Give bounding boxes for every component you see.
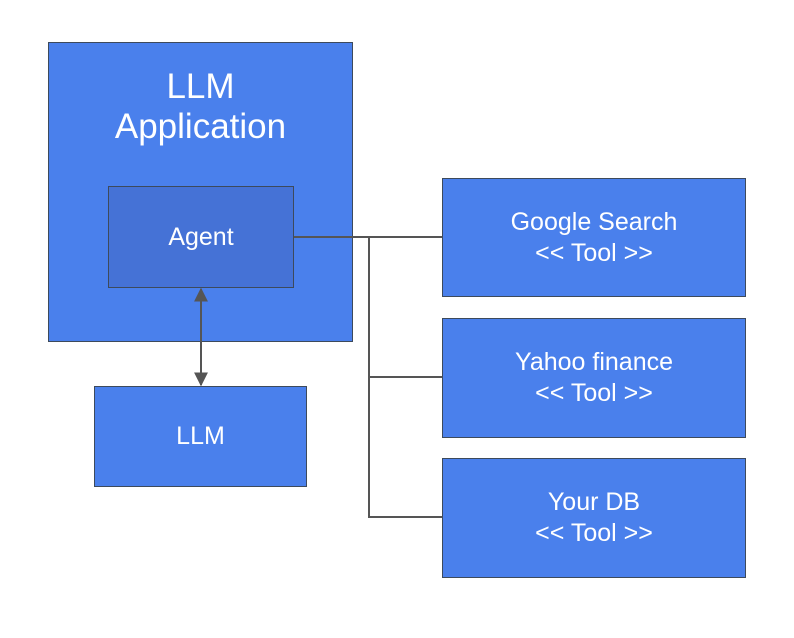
app-title-line2: Application <box>114 107 287 146</box>
tool-google-search-box: Google Search << Tool >> <box>442 178 746 297</box>
agent-label: Agent <box>168 222 234 251</box>
tool-stereotype: << Tool >> <box>535 379 653 407</box>
tool-name: Your DB <box>547 488 641 516</box>
tool-your-db-box: Your DB << Tool >> <box>442 458 746 578</box>
agent-box: Agent <box>108 186 294 288</box>
llm-label: LLM <box>176 422 225 450</box>
tool-name: Yahoo finance <box>515 348 673 376</box>
llm-box: LLM <box>94 386 307 487</box>
tool-yahoo-finance-box: Yahoo finance << Tool >> <box>442 318 746 438</box>
tool-name: Google Search <box>510 207 678 236</box>
tool-stereotype: << Tool >> <box>535 519 653 547</box>
tool-stereotype: << Tool >> <box>535 238 653 267</box>
app-title-line1: LLM <box>166 67 235 106</box>
